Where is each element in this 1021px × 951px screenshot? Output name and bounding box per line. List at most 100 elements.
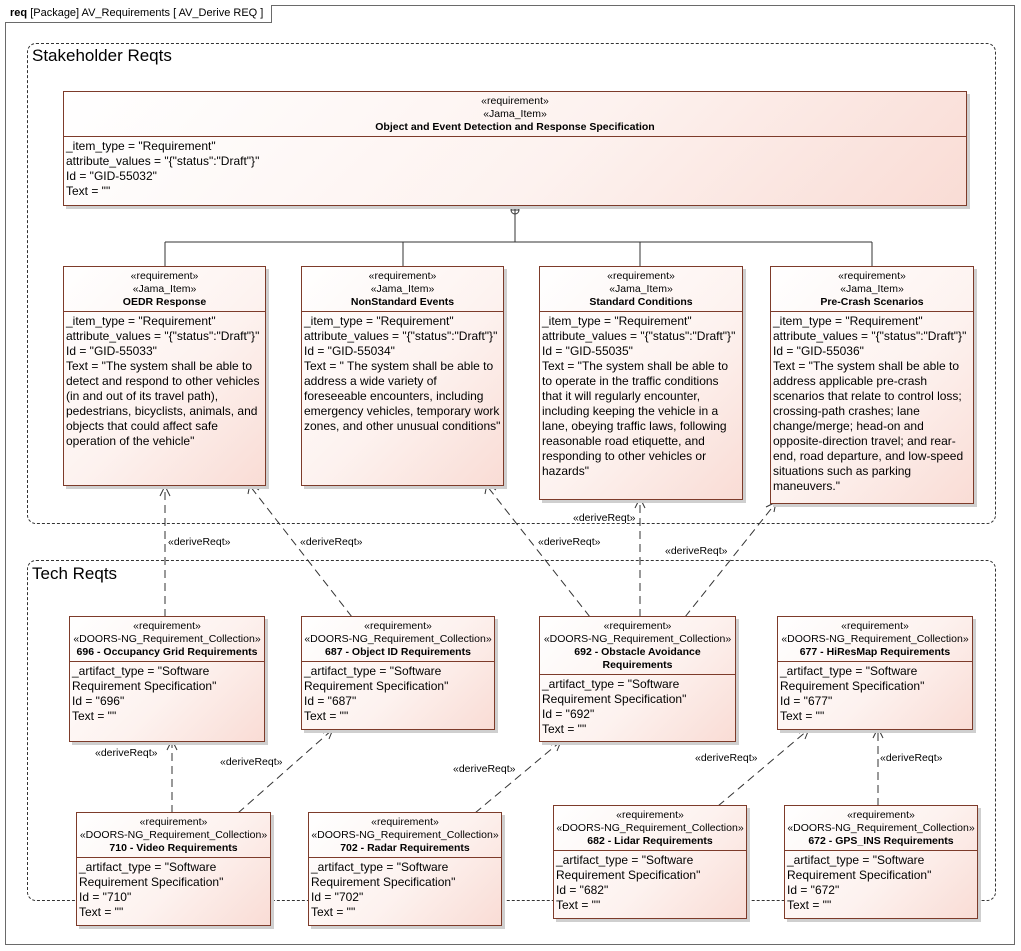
attr-text: Text = "The system shall be able to dete…: [66, 359, 263, 448]
stereotype-requirement: «requirement»: [838, 270, 906, 282]
stereotype-jama: «Jama_Item»: [483, 108, 547, 120]
derive-label-696-oedr: «deriveReqt»: [168, 536, 231, 548]
requirement-702-radar[interactable]: «requirement» «DOORS-NG_Requirement_Coll…: [308, 812, 502, 926]
attr-item-type: _item_type = "Requirement": [66, 314, 216, 328]
package-stakeholder-reqts[interactable]: [27, 43, 996, 524]
requirement-attributes: _artifact_type = "Software Requirement S…: [785, 851, 977, 915]
requirement-pre-crash-scenarios[interactable]: «requirement» «Jama_Item» Pre-Crash Scen…: [770, 266, 974, 504]
derive-label-702-692: «deriveReqt»: [453, 763, 516, 775]
diagram-frame-tab: req [Package] AV_Requirements [ AV_Deriv…: [5, 5, 273, 23]
requirement-header: «requirement» «DOORS-NG_Requirement_Coll…: [70, 617, 264, 662]
diagram-frame: [5, 5, 1015, 945]
attr-attribute-values: attribute_values = "{"status":"Draft"}": [66, 329, 260, 343]
requirement-682-lidar[interactable]: «requirement» «DOORS-NG_Requirement_Coll…: [553, 805, 747, 919]
requirement-name: 677 - HiResMap Requirements: [799, 646, 951, 658]
requirement-header: «requirement» «DOORS-NG_Requirement_Coll…: [778, 617, 972, 662]
derive-label-672-677: «deriveReqt»: [880, 752, 943, 764]
attr-id: Id = "682": [556, 883, 609, 897]
stereotype-requirement: «requirement»: [603, 620, 672, 632]
attr-id: Id = "702": [311, 890, 364, 904]
derive-692-to-precrash[interactable]: [684, 503, 776, 618]
attr-id: Id = "GID-55033": [66, 344, 157, 358]
requirement-header: «requirement» «Jama_Item» Object and Eve…: [64, 92, 966, 137]
attr-id: Id = "677": [780, 694, 833, 708]
attr-artifact-type: _artifact_type = "Software Requirement S…: [556, 853, 701, 882]
package-tech-reqts[interactable]: [27, 560, 996, 901]
stereotype-doors: «DOORS-NG_Requirement_Collection»: [556, 822, 744, 834]
stereotype-doors: «DOORS-NG_Requirement_Collection»: [73, 633, 261, 645]
frame-kind: req: [10, 7, 28, 19]
attr-text: Text = "": [780, 709, 825, 723]
attr-item-type: _item_type = "Requirement": [66, 139, 216, 153]
arrowhead-oedr-a: [159, 484, 171, 497]
requirement-header: «requirement» «DOORS-NG_Requirement_Coll…: [540, 617, 735, 675]
frame-title: [Package] AV_Requirements [ AV_Derive RE…: [30, 7, 264, 19]
attr-id: Id = "710": [79, 890, 132, 904]
attr-id: Id = "GID-55035": [542, 344, 633, 358]
requirement-name: OEDR Response: [122, 296, 207, 308]
requirement-header: «requirement» «DOORS-NG_Requirement_Coll…: [77, 813, 270, 858]
attr-item-type: _item_type = "Requirement": [304, 314, 454, 328]
attr-id: Id = "687": [304, 694, 357, 708]
requirement-name: 696 - Occupancy Grid Requirements: [76, 646, 258, 658]
stereotype-requirement: «requirement»: [616, 809, 684, 821]
requirement-header: «requirement» «Jama_Item» Standard Condi…: [540, 267, 742, 312]
requirement-672-gps-ins[interactable]: «requirement» «DOORS-NG_Requirement_Coll…: [784, 805, 978, 919]
requirement-name: 682 - Lidar Requirements: [587, 835, 713, 847]
derive-710-to-687[interactable]: [237, 729, 333, 814]
attr-text: Text = " The system shall be able to add…: [304, 359, 503, 433]
attr-id: Id = "GID-55034": [304, 344, 395, 358]
attr-artifact-type: _artifact_type = "Software Requirement S…: [72, 664, 217, 693]
derive-682-to-677[interactable]: [717, 729, 809, 807]
requirement-header: «requirement» «DOORS-NG_Requirement_Coll…: [785, 806, 977, 851]
attr-text: Text = "": [72, 709, 117, 723]
requirement-677-hiresmap[interactable]: «requirement» «DOORS-NG_Requirement_Coll…: [777, 616, 973, 730]
requirement-name: Object and Event Detection and Response …: [375, 121, 655, 133]
requirement-header: «requirement» «Jama_Item» NonStandard Ev…: [302, 267, 503, 312]
stereotype-doors: «DOORS-NG_Requirement_Collection»: [304, 633, 492, 645]
derive-702-to-692[interactable]: [474, 741, 561, 814]
requirement-name: NonStandard Events: [350, 296, 455, 308]
stereotype-doors: «DOORS-NG_Requirement_Collection»: [311, 829, 499, 841]
stereotype-jama: «Jama_Item»: [370, 283, 435, 295]
requirement-name: 692 - Obstacle Avoidance Requirements: [574, 646, 701, 671]
requirement-name: Pre-Crash Scenarios: [820, 296, 924, 308]
requirement-standard-conditions[interactable]: «requirement» «Jama_Item» Standard Condi…: [539, 266, 743, 500]
attr-artifact-type: _artifact_type = "Software Requirement S…: [542, 677, 687, 706]
derive-label-692-precrash: «deriveReqt»: [665, 545, 728, 557]
stereotype-requirement: «requirement»: [133, 620, 201, 632]
attr-text: Text = "The system shall be able to to o…: [542, 359, 732, 478]
requirement-attributes: _item_type = "Requirement" attribute_val…: [540, 312, 742, 481]
requirement-name: 702 - Radar Requirements: [340, 842, 470, 854]
stereotype-doors: «DOORS-NG_Requirement_Collection»: [79, 829, 268, 841]
attr-item-type: _item_type = "Requirement": [542, 314, 692, 328]
stereotype-doors: «DOORS-NG_Requirement_Collection»: [787, 822, 975, 834]
requirement-696-occupancy-grid[interactable]: «requirement» «DOORS-NG_Requirement_Coll…: [69, 616, 265, 742]
stereotype-jama: «Jama_Item»: [840, 283, 904, 295]
requirement-oedr-response[interactable]: «requirement» «Jama_Item» OEDR Response …: [63, 266, 266, 486]
stereotype-jama: «Jama_Item»: [132, 283, 197, 295]
requirement-name: 710 - Video Requirements: [109, 842, 238, 854]
requirement-687-object-id[interactable]: «requirement» «DOORS-NG_Requirement_Coll…: [301, 616, 495, 730]
derive-692-to-nonstandard[interactable]: [486, 485, 591, 618]
attr-text: Text = "": [311, 905, 356, 919]
attr-id: Id = "672": [787, 883, 840, 897]
requirement-710-video[interactable]: «requirement» «DOORS-NG_Requirement_Coll…: [76, 812, 271, 926]
requirement-692-obstacle-avoidance[interactable]: «requirement» «DOORS-NG_Requirement_Coll…: [539, 616, 736, 742]
derive-687-to-oedr[interactable]: [249, 485, 353, 618]
requirement-header: «requirement» «Jama_Item» OEDR Response: [64, 267, 265, 312]
requirement-header: «requirement» «DOORS-NG_Requirement_Coll…: [309, 813, 501, 858]
attr-text: Text = "": [304, 709, 349, 723]
attr-attribute-values: attribute_values = "{"status":"Draft"}": [773, 329, 967, 343]
stereotype-requirement: «requirement»: [139, 816, 208, 828]
stereotype-requirement: «requirement»: [607, 270, 675, 282]
requirement-name: Standard Conditions: [589, 296, 693, 308]
requirement-nonstandard-events[interactable]: «requirement» «Jama_Item» NonStandard Ev…: [301, 266, 504, 486]
requirement-attributes: _item_type = "Requirement" attribute_val…: [64, 137, 966, 201]
requirement-attributes: _artifact_type = "Software Requirement S…: [302, 662, 494, 726]
stereotype-requirement: «requirement»: [130, 270, 199, 282]
attr-attribute-values: attribute_values = "{"status":"Draft"}": [542, 329, 736, 343]
requirement-top[interactable]: «requirement» «Jama_Item» Object and Eve…: [63, 91, 967, 206]
derive-label-692-nonstandard: «deriveReqt»: [538, 536, 601, 548]
requirement-attributes: _item_type = "Requirement" attribute_val…: [64, 312, 265, 451]
